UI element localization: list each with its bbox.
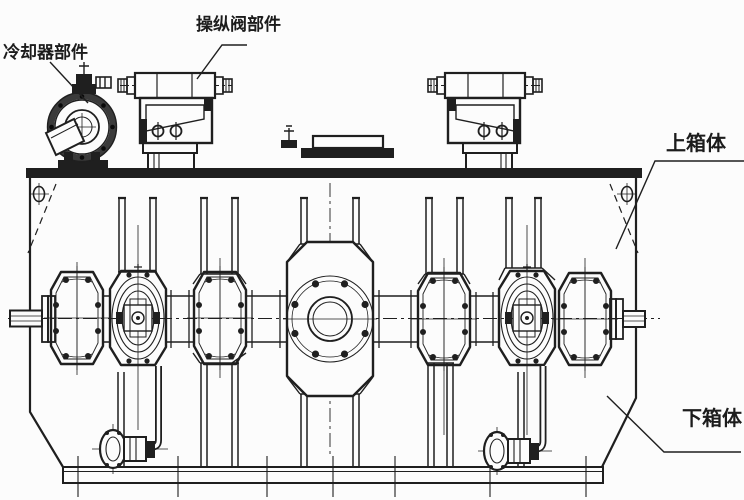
corner-hole-left (29, 183, 49, 205)
chamfer-dash-left (27, 183, 57, 254)
corner-hole-right (617, 183, 637, 205)
central-bearing-boss (283, 240, 377, 398)
chamfer-dash-right (609, 183, 639, 254)
label-cooler: 冷却器部件 (3, 42, 88, 63)
output-shaft-right (609, 298, 646, 340)
leader-control-valve (196, 44, 247, 80)
input-shaft-left (9, 295, 56, 343)
label-control-valve: 操纵阀部件 (196, 14, 281, 35)
label-lower-housing: 下箱体 (682, 406, 743, 430)
control-valve-right (427, 71, 543, 170)
leader-upper-housing (615, 160, 744, 250)
control-valve-left (117, 71, 233, 170)
upper-housing-outline (26, 168, 642, 468)
leader-lower-housing (606, 395, 741, 453)
shaft-bosses (103, 290, 499, 348)
drain-valve-left (92, 366, 168, 474)
leader-cooler (49, 61, 89, 104)
drain-valve-right (478, 366, 552, 475)
inspection-cover (281, 125, 394, 158)
label-upper-housing: 上箱体 (666, 131, 727, 155)
lower-housing-base (62, 456, 604, 497)
